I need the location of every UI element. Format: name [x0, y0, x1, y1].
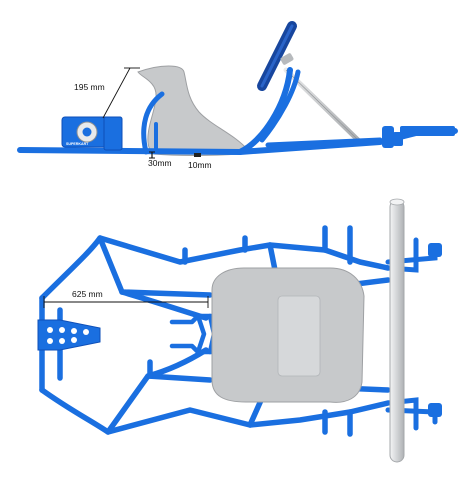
front-gap-label: 30mm: [148, 158, 172, 168]
seat-back-pad: [277, 295, 321, 377]
steering-wheel-icon: [257, 21, 297, 91]
seat-height-dimension: 195 mm: [74, 67, 140, 119]
frame-logo: SUPERKART: [66, 142, 89, 146]
front-to-seat-label: 625 mm: [72, 289, 103, 299]
rear-gap-label: 10mm: [188, 160, 212, 170]
rear-bearing-assembly: [37, 319, 101, 351]
brake-disc-icon: [76, 121, 98, 143]
rear-axle: [389, 198, 405, 463]
front-to-seat-dimension: 625 mm: [43, 289, 209, 308]
seat-height-label: 195 mm: [74, 82, 105, 92]
front-gap-dimension: 30mm: [148, 151, 172, 168]
top-view: 625 mm: [37, 198, 442, 463]
side-view: SUPERKART 195 mm 30mm 10mm: [17, 21, 458, 170]
seat-stay: [141, 91, 165, 155]
rear-gap-dimension: 10mm: [188, 153, 212, 170]
